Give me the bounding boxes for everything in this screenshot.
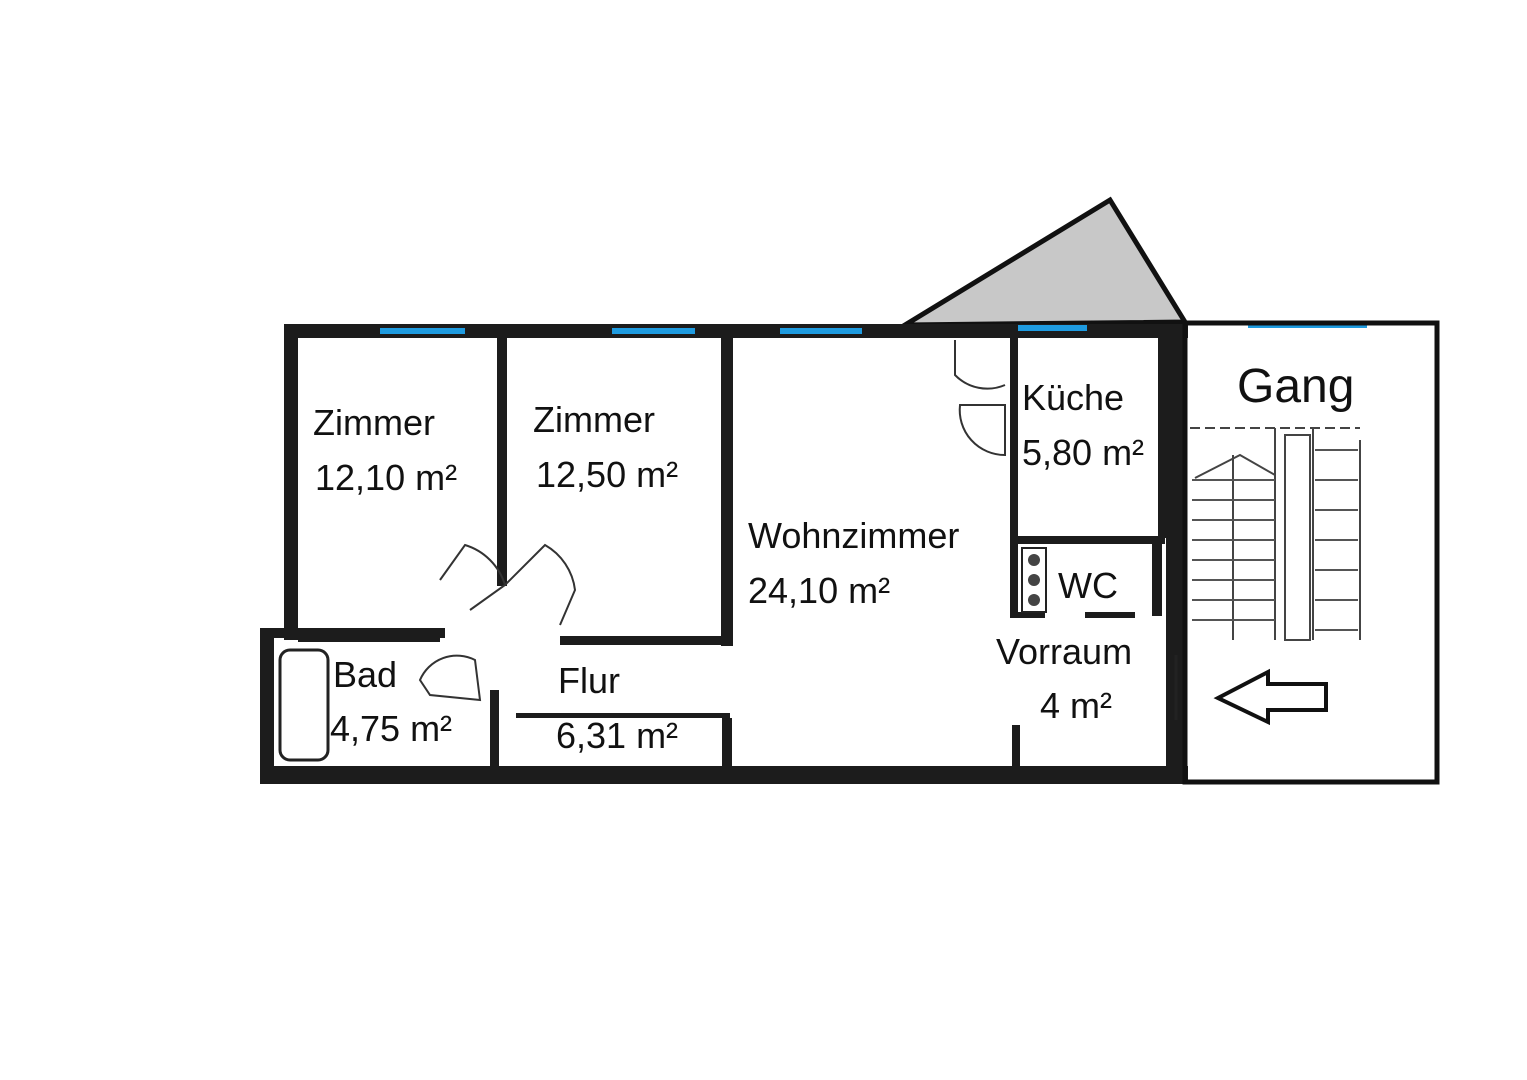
room-name-wohnzimmer: Wohnzimmer bbox=[748, 515, 959, 556]
room-name-kueche: Küche bbox=[1022, 377, 1124, 418]
room-area-vorraum: 4 m² bbox=[1040, 685, 1112, 726]
room-area-flur: 6,31 m² bbox=[556, 715, 678, 756]
room-name-vorraum: Vorraum bbox=[996, 631, 1132, 672]
interior-walls bbox=[298, 338, 1166, 770]
gang-area bbox=[1182, 320, 1440, 785]
room-name-zimmer-2: Zimmer bbox=[533, 399, 655, 440]
door-swings bbox=[278, 340, 1178, 762]
balcony bbox=[895, 196, 1190, 328]
outer-walls bbox=[260, 324, 1188, 784]
stove bbox=[1021, 547, 1047, 613]
room-area-zimmer-2: 12,50 m² bbox=[536, 454, 678, 495]
room-name-wc: WC bbox=[1058, 565, 1118, 606]
room-name-zimmer-1: Zimmer bbox=[313, 402, 435, 443]
bathtub bbox=[278, 648, 330, 762]
room-name-gang: Gang bbox=[1237, 360, 1354, 413]
room-area-bad: 4,75 m² bbox=[330, 708, 452, 749]
room-name-bad: Bad bbox=[333, 654, 397, 695]
staircase bbox=[1190, 427, 1361, 641]
room-area-zimmer-1: 12,10 m² bbox=[315, 457, 457, 498]
room-area-wohnzimmer: 24,10 m² bbox=[748, 570, 890, 611]
room-area-kueche: 5,80 m² bbox=[1022, 432, 1144, 473]
room-name-flur: Flur bbox=[558, 660, 620, 701]
arrow-left-icon bbox=[1213, 668, 1328, 726]
